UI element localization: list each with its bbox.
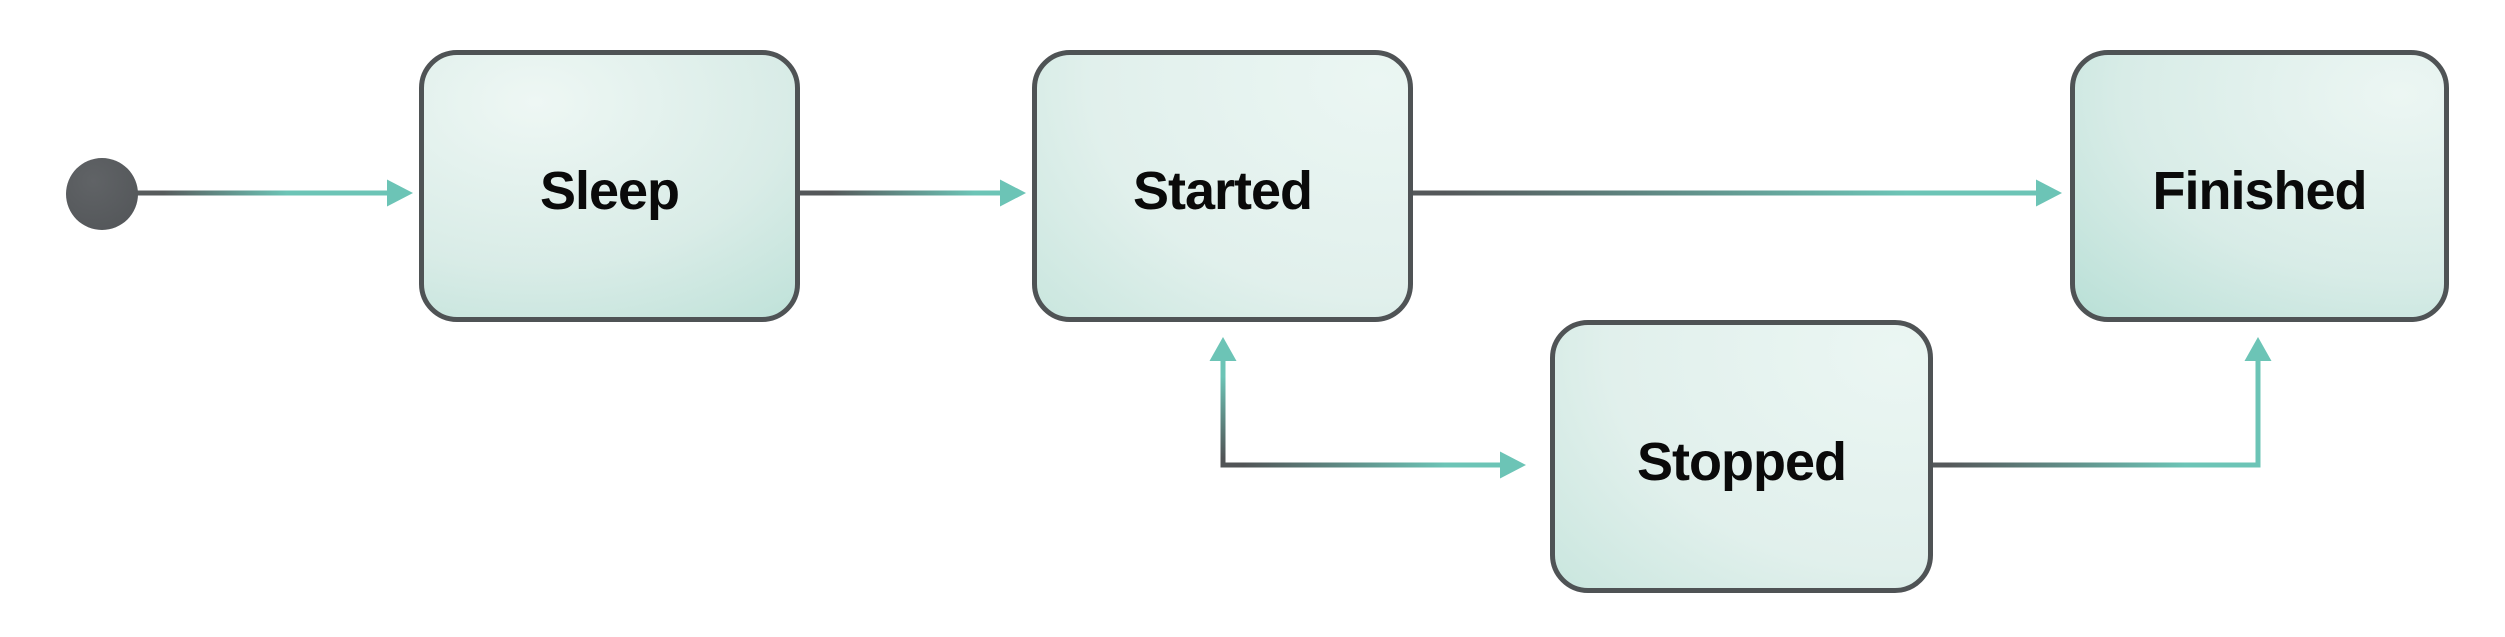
state-started-label: Started	[1132, 161, 1313, 221]
transition-initial-to-sleep	[136, 179, 413, 207]
state-sleep-label: Sleep	[539, 161, 680, 221]
initial-state-dot	[66, 158, 138, 230]
arrowhead-into-started-left	[1000, 179, 1026, 207]
state-finished: Finished	[2070, 50, 2449, 322]
arrowhead-into-stopped-left	[1500, 451, 1526, 479]
arrowhead-into-finished-bottom	[2244, 337, 2272, 361]
arrowhead-into-started-bottom	[1209, 337, 1237, 361]
transition-started-to-finished	[1412, 179, 2062, 207]
state-finished-label: Finished	[2152, 161, 2367, 221]
state-stopped-label: Stopped	[1637, 431, 1847, 492]
state-started: Started	[1032, 50, 1413, 322]
arrowhead-into-sleep	[387, 179, 413, 207]
arrowhead-into-finished-left	[2036, 179, 2062, 207]
transition-stopped-to-started	[1209, 337, 1237, 466]
state-sleep: Sleep	[419, 50, 800, 322]
state-stopped: Stopped	[1550, 320, 1933, 593]
transition-started-to-stopped	[1220, 451, 1526, 479]
transition-sleep-to-started	[799, 179, 1026, 207]
transition-stopped-to-finished	[1933, 337, 2272, 468]
